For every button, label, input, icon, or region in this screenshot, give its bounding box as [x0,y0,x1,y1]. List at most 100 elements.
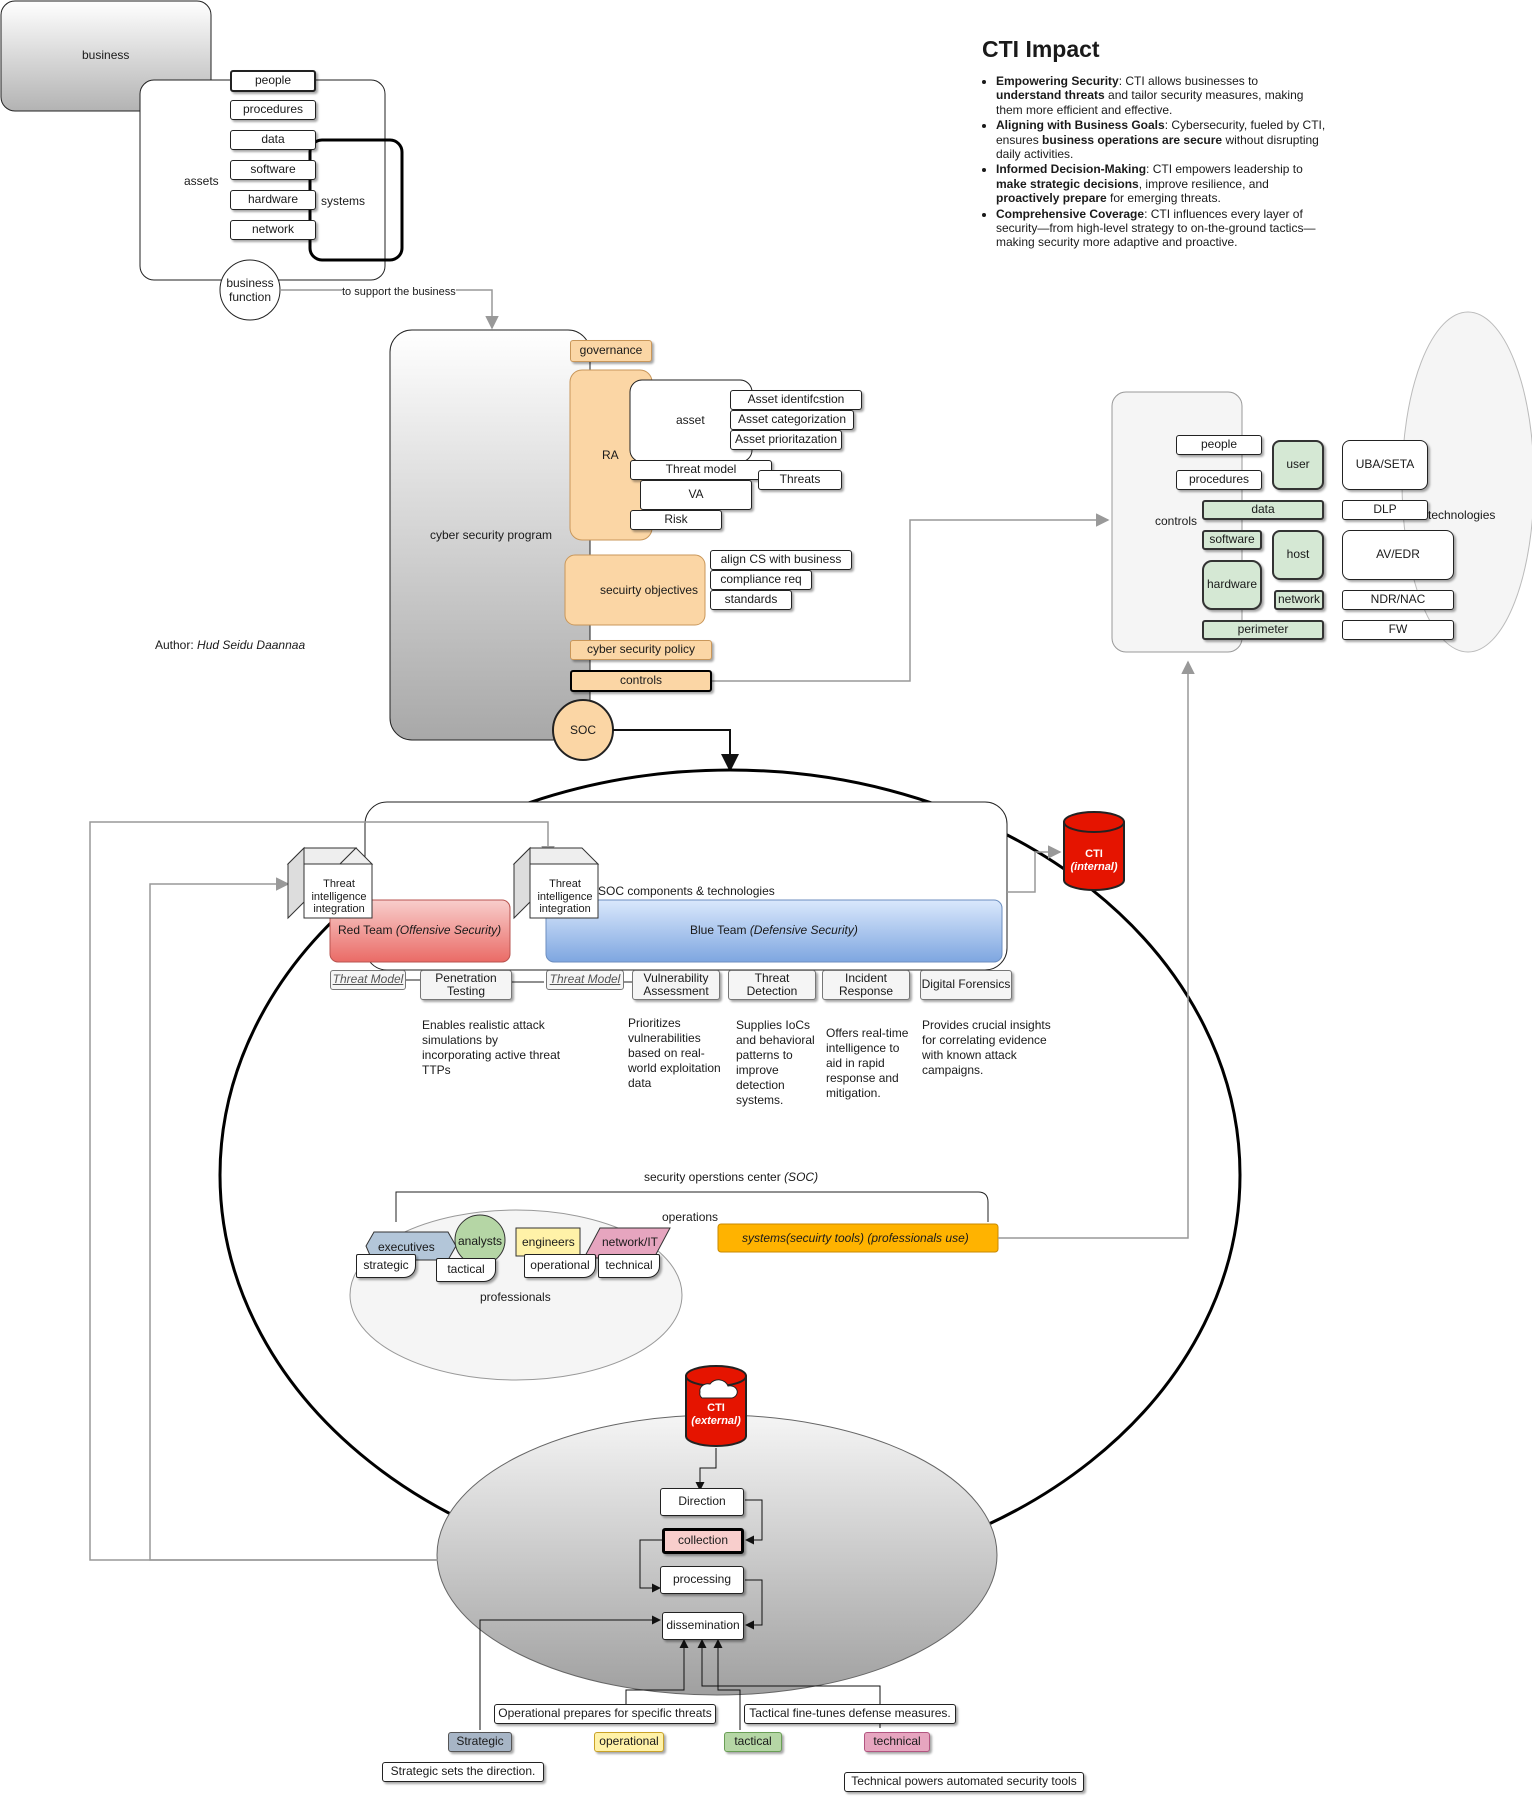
feedback-loop-inner [149,877,438,1561]
program-label: cyber security program [430,528,553,542]
systems-label: systems [321,194,366,208]
fw-box[interactable]: FW [1342,620,1454,640]
cti-external-label: CTI(external) [691,1402,741,1428]
dlp-box[interactable]: DLP [1342,500,1428,520]
technical-tag: technical [598,1254,660,1278]
red-team-block [329,899,511,963]
controls-label: controls [1155,514,1198,528]
operational-tag: operational [524,1254,596,1278]
soc-components-label: SOC components & technologies [598,884,775,898]
desc-pen: Enables realistic attack simulations by … [422,1018,561,1077]
desc-vuln: Prioritizes vulnerabilities based on rea… [628,1016,721,1090]
systems-tools-label: systems(secuirty tools) (professionals u… [742,1231,969,1245]
engineers-shape [515,1227,581,1257]
cti-external-cylinder [685,1365,747,1447]
soc-center-label: security operstions center (SOC) [644,1170,819,1184]
processing-box[interactable]: processing [660,1566,744,1594]
ctl-hardware-box[interactable]: hardware [1202,560,1262,610]
policy-box[interactable]: cyber security policy [570,640,712,660]
software-box[interactable]: software [230,160,316,180]
data-box[interactable]: data [230,130,316,150]
threat-model-left[interactable]: Threat Model [330,970,406,990]
red-team-label: Red Team (Offensive Security) [338,923,502,937]
threat-model-right[interactable]: Threat Model [546,970,624,990]
systems-connector [998,660,1195,1239]
controls-connector [712,513,1110,682]
governance-box[interactable]: governance [570,340,652,362]
impact-point: Comprehensive Coverage: CTI influences e… [996,207,1326,250]
asset-prioritization-box[interactable]: Asset prioritazation [730,430,842,450]
ctl-user-box[interactable]: user [1272,440,1324,490]
soc-connector [613,729,739,772]
threats-box[interactable]: Threats [758,470,842,490]
operations-bracket [395,1191,989,1222]
asset-identification-box[interactable]: Asset identifcstion [730,390,862,410]
author-name: Hud Seidu Daannaa [197,638,306,652]
asset-label: asset [676,413,705,427]
procedures-box[interactable]: procedures [230,100,316,120]
tactical-finetunes-note: Tactical fine-tunes defense measures. [744,1704,956,1724]
threat-model-box[interactable]: Threat model [630,460,772,480]
align-box[interactable]: align CS with business [710,550,852,570]
va-box[interactable]: VA [640,480,752,510]
analysts-label: analysts [458,1234,503,1248]
risk-box[interactable]: Risk [630,510,722,530]
cti-strategic-tag[interactable]: Strategic [448,1732,512,1752]
ctl-network-box[interactable]: network [1274,590,1324,610]
incident-box[interactable]: Incident Response [822,970,910,1000]
desc-detect: Supplies IoCs and behavioral patterns to… [736,1018,815,1107]
pen-testing-box[interactable]: Penetration Testing [420,970,512,1000]
ndr-box[interactable]: NDR/NAC [1342,590,1454,610]
dissemination-box[interactable]: dissemination [662,1612,744,1640]
vuln-box[interactable]: Vulnerability Assessment [632,970,720,1000]
ctl-people-box[interactable]: people [1176,435,1262,455]
impact-point: Aligning with Business Goals: Cybersecur… [996,118,1326,161]
cti-technical-tag[interactable]: technical [864,1732,930,1752]
cti-tactical-tag[interactable]: tactical [724,1732,782,1752]
detection-box[interactable]: Threat Detection [728,970,816,1000]
cti-cycle-ellipse [436,1414,998,1696]
network-box[interactable]: network [230,220,316,240]
tii-left-label: Threat intelligence integration [311,878,367,916]
tii-right-label: Threat intelligence integration [537,878,593,916]
technologies-label: technologies [1428,508,1496,522]
controls-box[interactable]: controls [570,670,712,692]
asset-categorization-box[interactable]: Asset categorization [730,410,854,430]
compliance-box[interactable]: compliance req [710,570,812,590]
cti-internal-label: CTI(internal) [1070,848,1118,874]
people-box[interactable]: people [230,70,316,92]
ctl-perimeter-box[interactable]: perimeter [1202,620,1324,640]
standards-box[interactable]: standards [710,590,792,610]
impact-point: Empowering Security: CTI allows business… [996,74,1326,117]
executives-label: executives [378,1240,435,1254]
assets-label: assets [184,174,219,188]
collection-box[interactable]: collection [662,1528,744,1554]
internal-cti-connector [1007,845,1062,893]
ctl-procedures-box[interactable]: procedures [1176,470,1262,490]
cti-internal-cylinder [1063,811,1125,891]
ctl-software-box[interactable]: software [1202,530,1262,550]
ctl-data-box[interactable]: data [1202,500,1324,520]
direction-box[interactable]: Direction [660,1488,744,1516]
technical-powers-note: Technical powers automated security tool… [844,1772,1084,1792]
author-label: Author: [155,638,198,652]
forensics-box[interactable]: Digital Forensics [920,970,1012,1000]
strategic-tag: strategic [356,1254,416,1278]
desc-incident: Offers real-time intelligence to aid in … [826,1026,909,1100]
soc-label: SOC [570,723,597,737]
support-label: to support the business [342,286,456,298]
engineers-label: engineers [522,1235,575,1249]
cti-operational-tag[interactable]: operational [594,1732,664,1752]
objectives-block [564,554,706,626]
business-label: business [82,48,130,62]
tii-cube-right [512,846,600,920]
avedr-box[interactable]: AV/EDR [1342,530,1454,580]
desc-forensics: Provides crucial insights for correlatin… [922,1018,1051,1077]
uba-box[interactable]: UBA/SETA [1342,440,1428,490]
page-title: CTI Impact [982,36,1100,62]
ctl-host-box[interactable]: host [1272,530,1324,580]
hardware-box[interactable]: hardware [230,190,316,210]
professionals-label: professionals [480,1290,551,1304]
